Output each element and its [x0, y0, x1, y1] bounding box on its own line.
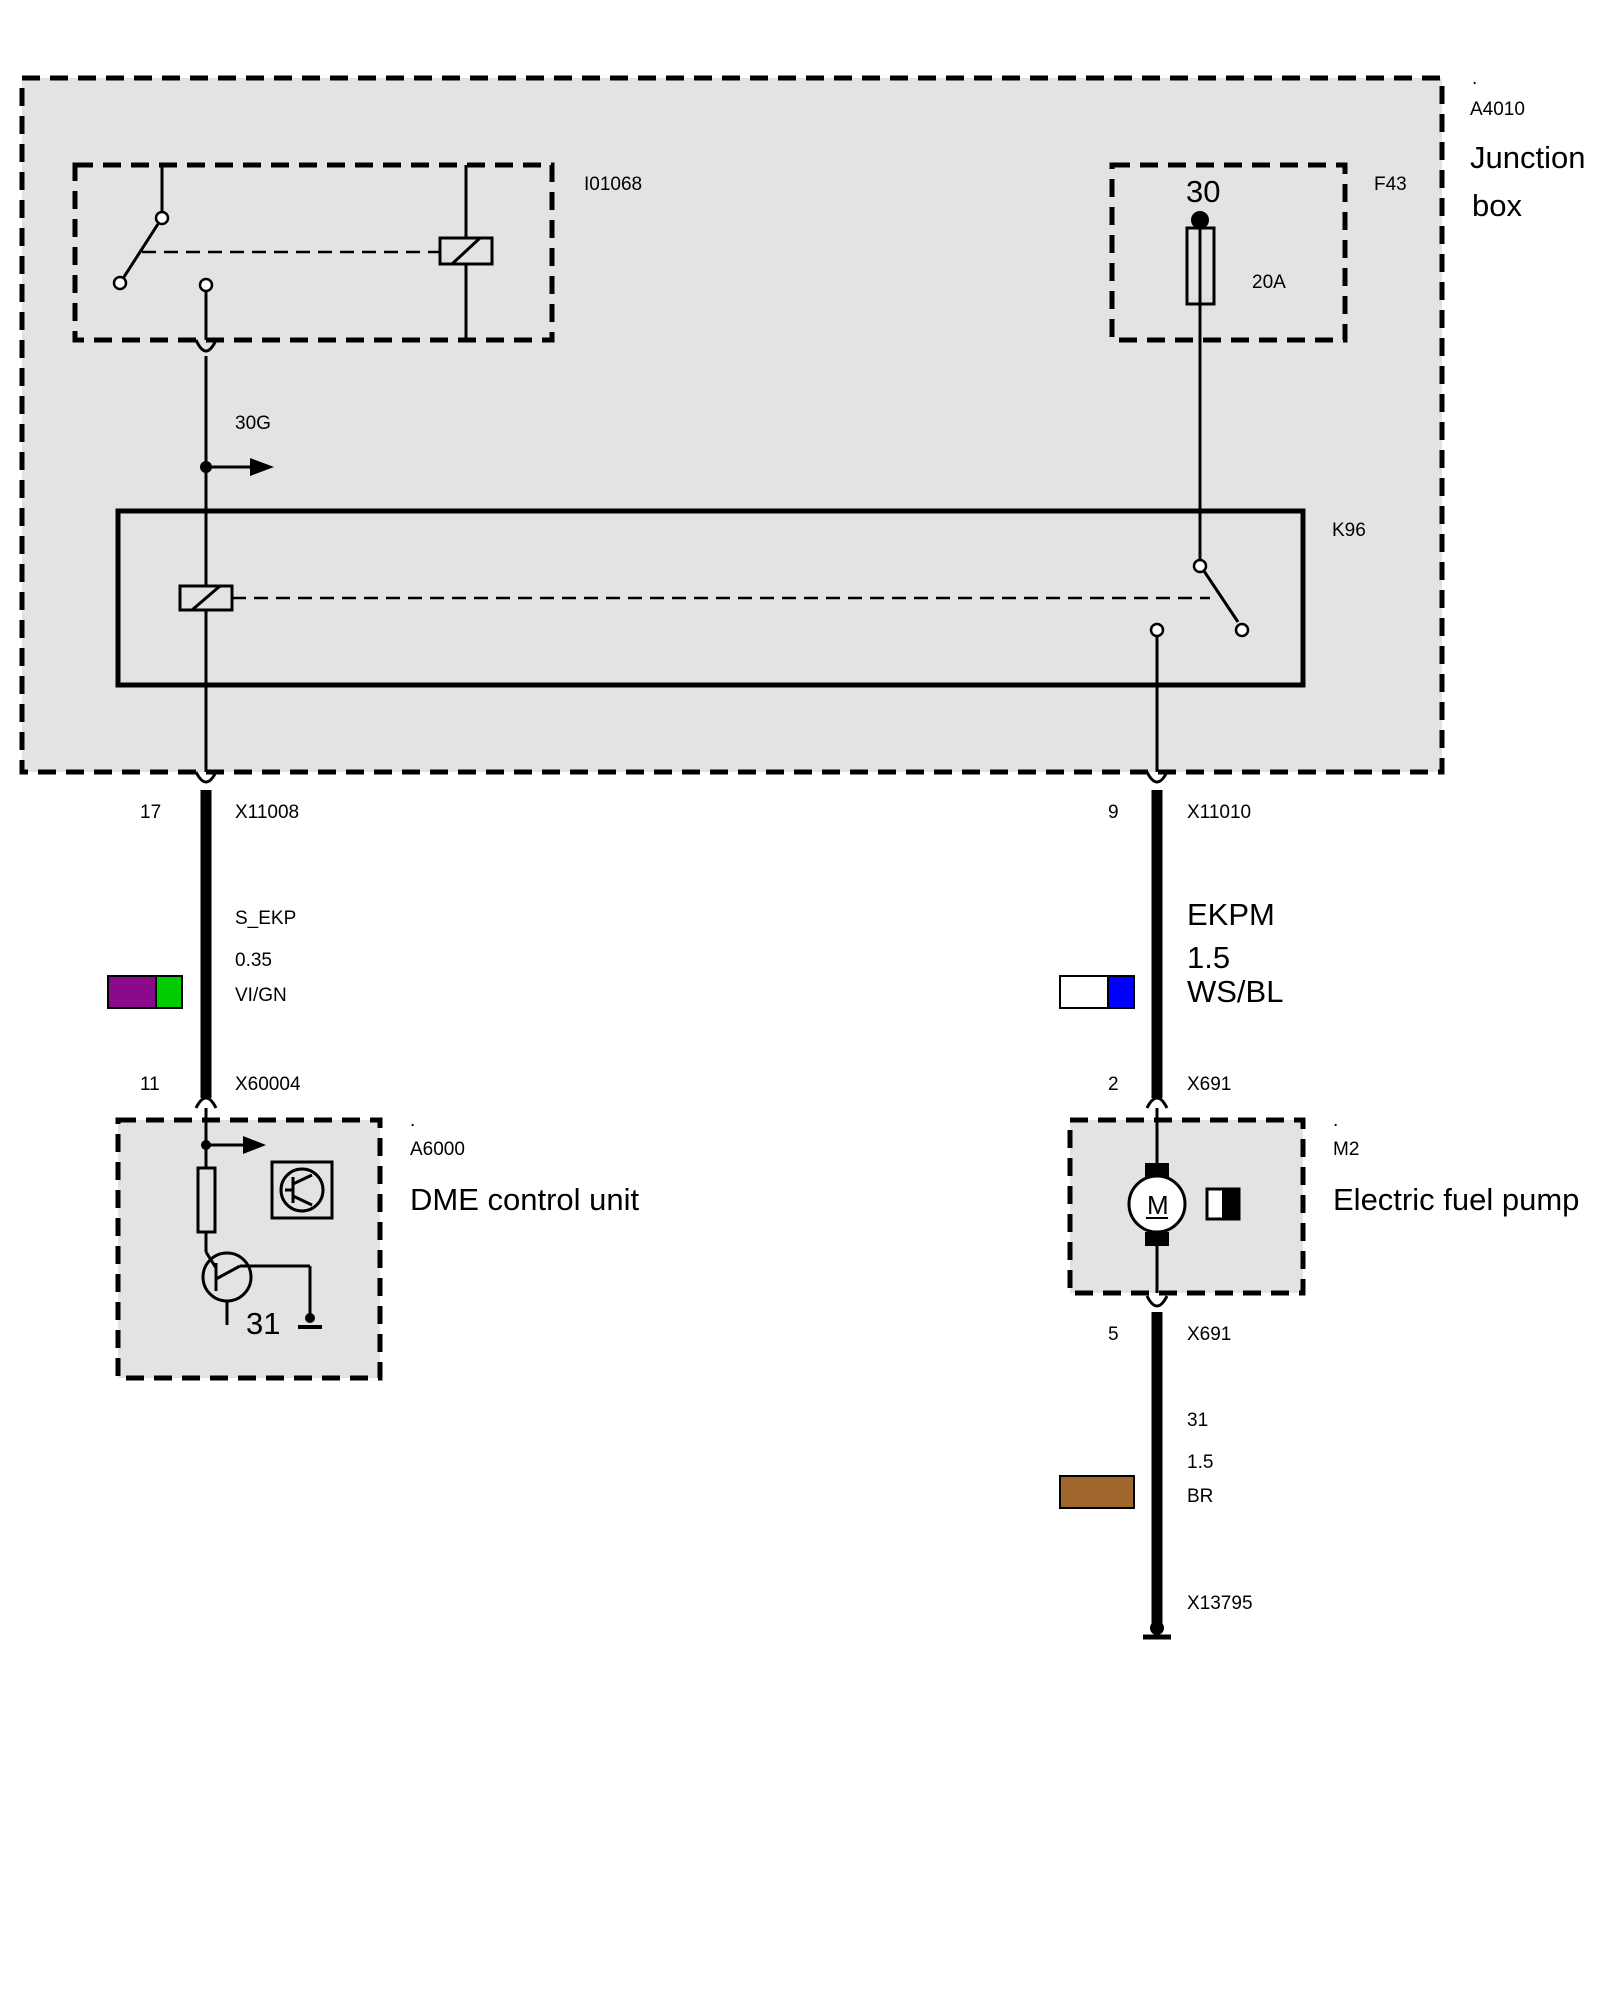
fuse-terminal-label: 30 — [1186, 174, 1220, 209]
dme-id: A6000 — [410, 1139, 465, 1160]
connector-x691-top-icon — [1145, 1096, 1169, 1109]
relay-k96-id: K96 — [1332, 520, 1366, 541]
connector-x11010-icon — [1145, 771, 1169, 784]
wire-ground-color-code: BR — [1187, 1486, 1213, 1507]
connector-x60004-pin: 11 — [140, 1074, 160, 1095]
wire-ekpm-gauge: 1.5 — [1187, 940, 1230, 975]
motor-icon: M — [1127, 1108, 1187, 1293]
connector-x691-bottom-icon — [1145, 1295, 1169, 1308]
wire-ground-color-swatch — [1059, 1475, 1135, 1509]
arrow-right-icon — [250, 458, 274, 476]
wire-s-ekp-gauge: 0.35 — [235, 950, 272, 971]
connector-x11008-id: X11008 — [235, 802, 299, 823]
junction-box-dot: . — [1472, 68, 1477, 89]
wire-s-ekp-signal: S_EKP — [235, 908, 296, 929]
electric-fuel-pump-module — [1067, 1117, 1306, 1296]
junction-box-title-line2: box — [1472, 188, 1522, 223]
dme-ground-label: 31 — [246, 1306, 280, 1341]
relay-k96 — [115, 508, 1306, 772]
wire-ekpm-signal: EKPM — [1187, 897, 1275, 932]
motor-symbol: M — [1147, 1190, 1169, 1220]
dme-internal-circuit — [196, 1108, 334, 1329]
wire-ground-signal: 31 — [1187, 1410, 1208, 1431]
connector-x11010-pin: 9 — [1108, 802, 1119, 823]
connector-x691-bottom-pin: 5 — [1108, 1324, 1119, 1345]
connector-x60004-id: X60004 — [235, 1074, 301, 1095]
transistor-icon — [270, 1160, 334, 1220]
ground-icon — [1143, 1621, 1171, 1640]
pump-title: Electric fuel pump — [1333, 1182, 1579, 1217]
connector-x691-top-pin: 2 — [1108, 1074, 1119, 1095]
relay-i01068 — [72, 162, 555, 343]
pump-dot: . — [1333, 1110, 1338, 1131]
wire-ekpm-color-swatch — [1059, 975, 1135, 1009]
pump-module-icon — [1205, 1187, 1241, 1221]
ground-point-id: X13795 — [1187, 1593, 1253, 1614]
fuse-f43-id: F43 — [1374, 174, 1407, 195]
connector-x11008-pin: 17 — [140, 802, 161, 823]
relay-i01068-id: I01068 — [584, 174, 642, 195]
connector-x691-bottom-id: X691 — [1187, 1324, 1231, 1345]
connector-x691-top-id: X691 — [1187, 1074, 1231, 1095]
connector-x60004-icon — [194, 1096, 218, 1109]
wire-ground-gauge: 1.5 — [1187, 1452, 1213, 1473]
wire-s-ekp-color-swatch — [107, 975, 183, 1009]
fuse-rating: 20A — [1252, 272, 1286, 293]
connector-arc-icon — [194, 339, 218, 353]
junction-box-module — [19, 75, 1445, 775]
terminal-30g-label: 30G — [235, 413, 271, 434]
wire-s-ekp-color-code: VI/GN — [235, 985, 287, 1006]
dme-control-unit-module — [115, 1117, 383, 1381]
junction-box-title-line1: Junction — [1470, 140, 1585, 175]
dme-dot: . — [410, 1110, 415, 1131]
connector-x11010-id: X11010 — [1187, 802, 1251, 823]
dme-arrow-right-icon — [243, 1136, 266, 1154]
wire-ekpm-color-code: WS/BL — [1187, 974, 1283, 1009]
connector-x11008-icon — [194, 771, 218, 784]
pump-id: M2 — [1333, 1139, 1359, 1160]
junction-box-id: A4010 — [1470, 99, 1525, 120]
fuse-f43 — [1109, 162, 1348, 560]
dme-title: DME control unit — [410, 1182, 640, 1217]
